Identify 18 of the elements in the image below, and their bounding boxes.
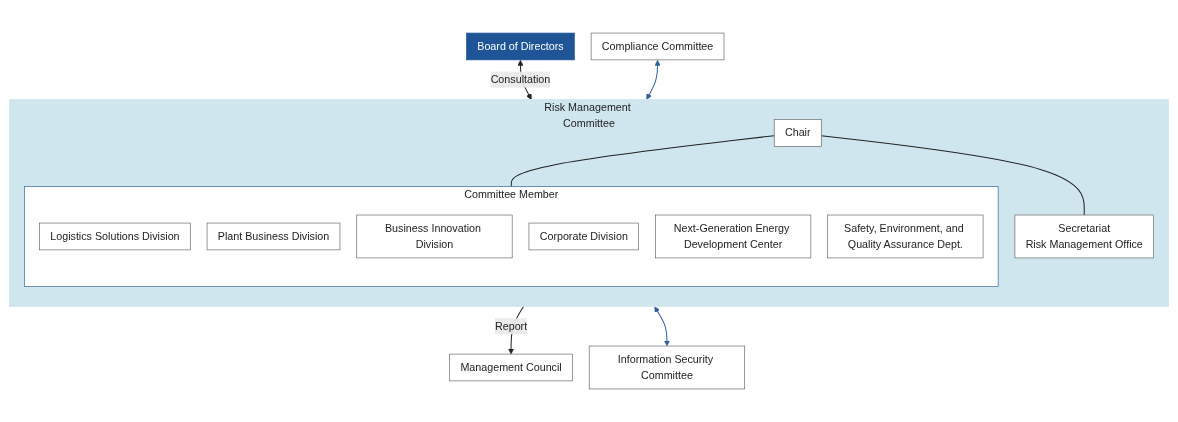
edge-label: Consultation [490, 73, 551, 85]
node-box: Compliance Committee [590, 32, 725, 61]
connector [820, 135, 1085, 216]
node-box: Corporate Division [528, 222, 639, 251]
node-box: Logistics Solutions Division [39, 222, 191, 251]
node-box: Board of Directors [466, 32, 575, 61]
connector [510, 135, 775, 188]
node-box: Safety, Environment, and Quality Assurance Dept. [827, 214, 984, 259]
arrow [646, 59, 661, 100]
node-box: Business Innovation Division [356, 214, 513, 259]
node-box: Management Council [449, 353, 573, 382]
node-box: Information Security Committee [588, 345, 745, 390]
arrow [654, 306, 670, 347]
node-box: Secretariat Risk Management Office [1014, 214, 1154, 259]
node-box: Chair [773, 119, 822, 147]
node-box: Next-Generation Energy Development Center [655, 214, 812, 259]
node-box: Plant Business Division [206, 222, 341, 251]
edge-label: Report [494, 320, 528, 332]
